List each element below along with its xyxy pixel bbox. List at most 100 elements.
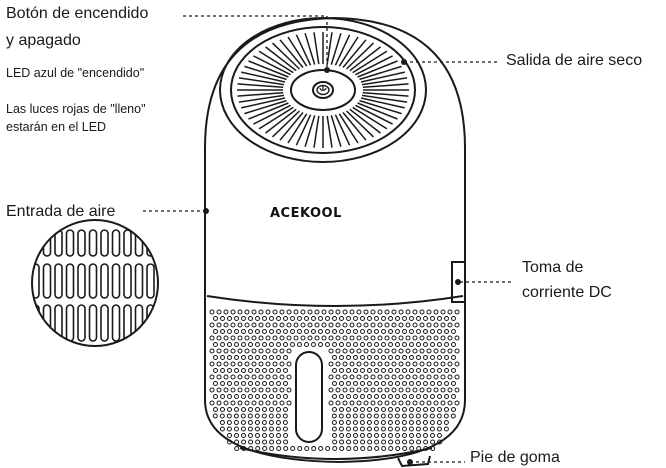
vent-hole — [230, 400, 236, 406]
vent-slot — [330, 33, 342, 65]
vent-hole — [220, 355, 225, 360]
vent-hole — [213, 316, 218, 321]
vent-hole — [440, 322, 446, 328]
inlet-slot — [77, 304, 86, 342]
vent-slot — [279, 112, 304, 141]
vent-hole — [240, 426, 246, 432]
vent-hole — [258, 361, 264, 367]
vent-slot — [326, 32, 333, 65]
vent-hole — [426, 387, 432, 393]
vent-hole — [342, 335, 348, 341]
vent-hole — [255, 446, 261, 451]
vent-hole — [395, 329, 400, 334]
vent-hole — [395, 446, 401, 451]
vent-hole — [391, 309, 397, 315]
vent-slot — [362, 91, 409, 97]
vent-hole — [447, 309, 453, 315]
vent-hole — [440, 348, 446, 354]
vent-hole — [394, 413, 400, 419]
vent-hole — [293, 309, 299, 315]
vent-hole — [220, 329, 225, 334]
vent-slot — [253, 55, 291, 76]
vent-hole — [367, 433, 372, 438]
water-window — [295, 351, 323, 443]
inlet-slot — [88, 229, 98, 257]
vent-hole — [230, 309, 236, 315]
vent-hole — [276, 394, 281, 399]
vent-hole — [248, 342, 253, 347]
air-inlet-holes — [209, 309, 460, 451]
vent-hole — [346, 439, 352, 445]
vent-hole — [405, 348, 411, 354]
vent-hole — [241, 439, 247, 445]
vent-hole — [283, 394, 288, 399]
vent-hole — [356, 387, 362, 393]
label-led-blue: LED azul de "encendido" — [6, 66, 145, 80]
vent-hole — [447, 322, 453, 328]
vent-hole — [297, 329, 302, 334]
vent-hole — [269, 433, 274, 438]
vent-hole — [227, 433, 232, 438]
vent-hole — [241, 381, 246, 386]
vent-hole — [346, 355, 351, 360]
vent-hole — [356, 335, 362, 341]
inlet-slot — [134, 304, 144, 342]
vent-hole — [412, 335, 418, 341]
vent-hole — [300, 309, 306, 315]
vent-hole — [387, 413, 393, 419]
vent-hole — [444, 355, 449, 360]
vent-hole — [419, 335, 425, 341]
vent-hole — [409, 446, 415, 451]
vent-hole — [419, 374, 425, 380]
vent-hole — [255, 316, 260, 321]
vent-hole — [241, 316, 246, 321]
vent-hole — [437, 329, 442, 334]
vent-hole — [227, 394, 232, 399]
vent-hole — [374, 433, 379, 438]
vent-hole — [339, 329, 344, 334]
vent-hole — [339, 368, 344, 373]
vent-hole — [332, 381, 337, 386]
dot-air-outlet — [401, 59, 407, 65]
vent-hole — [261, 420, 267, 425]
vent-hole — [381, 433, 386, 438]
vent-hole — [339, 394, 344, 399]
vent-hole — [377, 322, 383, 328]
label-power-button: Botón de encendido — [6, 5, 149, 22]
vent-hole — [241, 342, 246, 347]
vent-hole — [423, 316, 428, 321]
vent-hole — [377, 374, 383, 380]
vent-hole — [237, 387, 243, 393]
vent-slot — [244, 65, 287, 81]
vent-hole — [377, 309, 383, 315]
vent-hole — [423, 433, 428, 438]
vent-hole — [234, 439, 240, 445]
vent-hole — [454, 309, 460, 315]
inlet-slot — [100, 229, 109, 257]
vent-hole — [444, 368, 449, 373]
vent-hole — [409, 368, 414, 373]
vent-hole — [374, 394, 379, 399]
vent-hole — [338, 420, 344, 425]
vent-hole — [342, 348, 348, 354]
vent-hole — [454, 387, 460, 393]
vent-hole — [244, 387, 250, 393]
vent-hole — [241, 329, 246, 334]
vent-slot — [361, 77, 408, 86]
vent-hole — [433, 335, 439, 341]
vent-slot — [279, 39, 304, 68]
vent-hole — [265, 361, 271, 367]
vent-hole — [331, 413, 337, 419]
vent-hole — [346, 316, 351, 321]
vent-hole — [339, 433, 344, 438]
vent-hole — [423, 381, 428, 386]
vent-hole — [374, 316, 379, 321]
vent-hole — [223, 335, 229, 341]
vent-hole — [335, 309, 341, 315]
vent-hole — [384, 361, 390, 367]
vent-hole — [276, 355, 281, 360]
vent-hole — [237, 361, 243, 367]
vent-hole — [349, 400, 355, 406]
vent-hole — [241, 368, 246, 373]
vent-hole — [370, 400, 376, 406]
